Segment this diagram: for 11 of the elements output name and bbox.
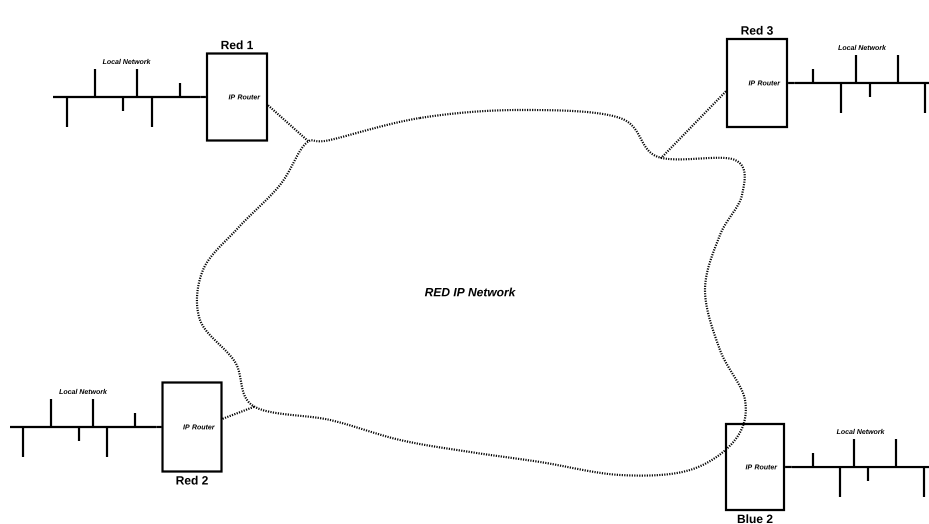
router-name: Red 2 xyxy=(176,476,208,485)
link-line xyxy=(267,104,310,143)
router-name: Red 1 xyxy=(221,40,253,50)
bus-link xyxy=(156,426,162,428)
bus-link xyxy=(788,82,795,84)
router-name: Blue 2 xyxy=(738,514,773,524)
router-name: Red 3 xyxy=(741,26,773,35)
link-line xyxy=(222,406,254,420)
link-line xyxy=(660,90,727,160)
bus-link xyxy=(785,466,792,468)
bus-link xyxy=(200,96,206,98)
